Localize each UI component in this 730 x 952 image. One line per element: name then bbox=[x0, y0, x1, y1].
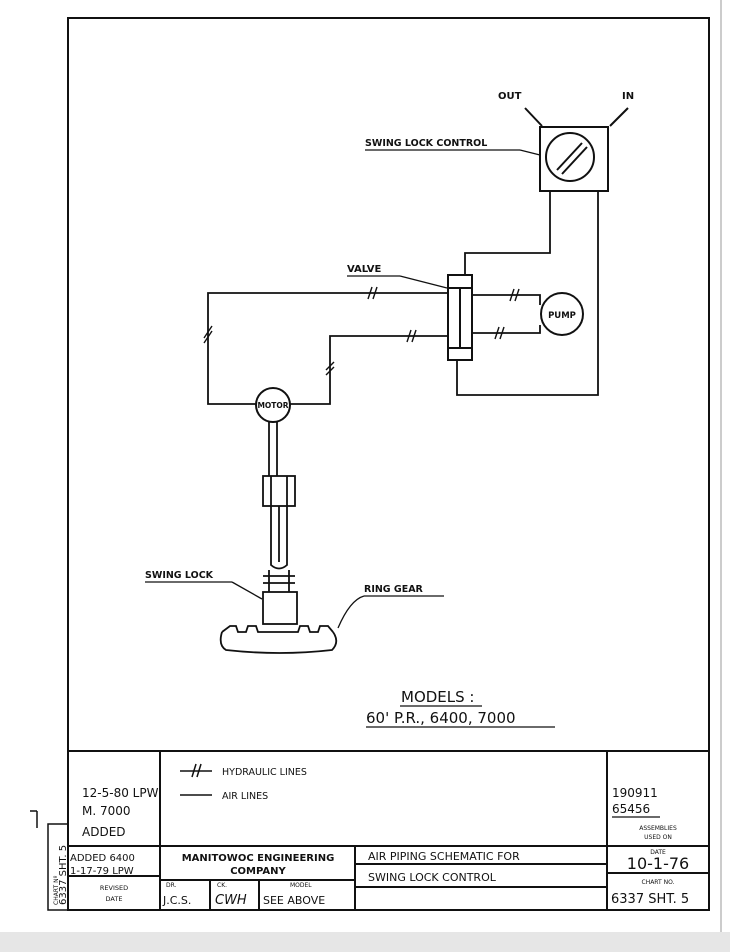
models-list: 60' P.R., 6400, 7000 bbox=[366, 709, 516, 727]
chart-no-label: CHART NO. bbox=[642, 879, 675, 886]
viewer-bottom-bar bbox=[0, 932, 730, 952]
swing-lock-label: SWING LOCK bbox=[145, 570, 214, 581]
pump-symbol bbox=[540, 292, 584, 336]
assemblies-label-2: USED ON bbox=[644, 834, 672, 841]
company-line-2: COMPANY bbox=[230, 866, 286, 877]
valve-body bbox=[447, 274, 473, 361]
drawing-title-line-2: SWING LOCK CONTROL bbox=[368, 871, 497, 884]
revised-date-label: DATE bbox=[106, 895, 123, 903]
revision-1-text-a: M. 7000 bbox=[82, 804, 131, 818]
models-title: MODELS : bbox=[401, 688, 474, 706]
ck-label: CK. bbox=[217, 882, 227, 889]
valve-label: VALVE bbox=[347, 264, 382, 275]
ck-value: CWH bbox=[215, 893, 247, 908]
in-label: IN bbox=[622, 91, 634, 102]
swing-lock-assembly bbox=[262, 422, 298, 625]
side-chart-value: 6337 SHT. 5 bbox=[58, 845, 69, 905]
legend-air-label: AIR LINES bbox=[222, 791, 268, 802]
revision-2-date: 1-17-79 LPW bbox=[70, 866, 134, 877]
model-label: MODEL bbox=[290, 882, 312, 889]
ring-gear bbox=[219, 625, 338, 654]
hydraulic-hash-marks bbox=[203, 286, 520, 376]
assemblies-number-1: 190911 bbox=[612, 786, 658, 800]
legend-hydraulic-symbol bbox=[180, 763, 212, 778]
dr-label: DR. bbox=[166, 882, 177, 889]
swing-lock-control-label: SWING LOCK CONTROL bbox=[365, 138, 487, 149]
title-block-lines bbox=[68, 750, 709, 910]
out-label: OUT bbox=[498, 91, 522, 102]
legend-hydraulic-label: HYDRAULIC LINES bbox=[222, 767, 307, 778]
revision-1-text-b: ADDED bbox=[82, 825, 126, 839]
date-label: DATE bbox=[650, 849, 666, 856]
model-value: SEE ABOVE bbox=[263, 894, 325, 907]
revision-2-text: ADDED 6400 bbox=[70, 853, 135, 864]
side-chart-tab bbox=[30, 810, 68, 911]
ring-gear-label: RING GEAR bbox=[364, 584, 424, 595]
revision-1-date: 12-5-80 LPW bbox=[82, 786, 159, 800]
chart-no-value: 6337 SHT. 5 bbox=[611, 892, 689, 907]
motor-label: MOTOR bbox=[257, 401, 288, 410]
motor-symbol bbox=[255, 387, 291, 423]
revised-label: REVISED bbox=[100, 884, 128, 892]
drawing-border bbox=[67, 17, 710, 911]
swing-lock-control-unit bbox=[524, 107, 629, 192]
date-value: 10-1-76 bbox=[627, 854, 689, 873]
company-line-1: MANITOWOC ENGINEERING bbox=[182, 853, 335, 864]
assemblies-label-1: ASSEMBLIES bbox=[639, 825, 677, 832]
assemblies-number-2: 65456 bbox=[612, 802, 650, 816]
piping-lines bbox=[207, 191, 599, 405]
pump-label: PUMP bbox=[548, 311, 576, 321]
dr-value: J.C.S. bbox=[162, 894, 191, 907]
drawing-title-line-1: AIR PIPING SCHEMATIC FOR bbox=[368, 850, 520, 863]
side-chart-label: CHART Nº bbox=[53, 875, 60, 905]
